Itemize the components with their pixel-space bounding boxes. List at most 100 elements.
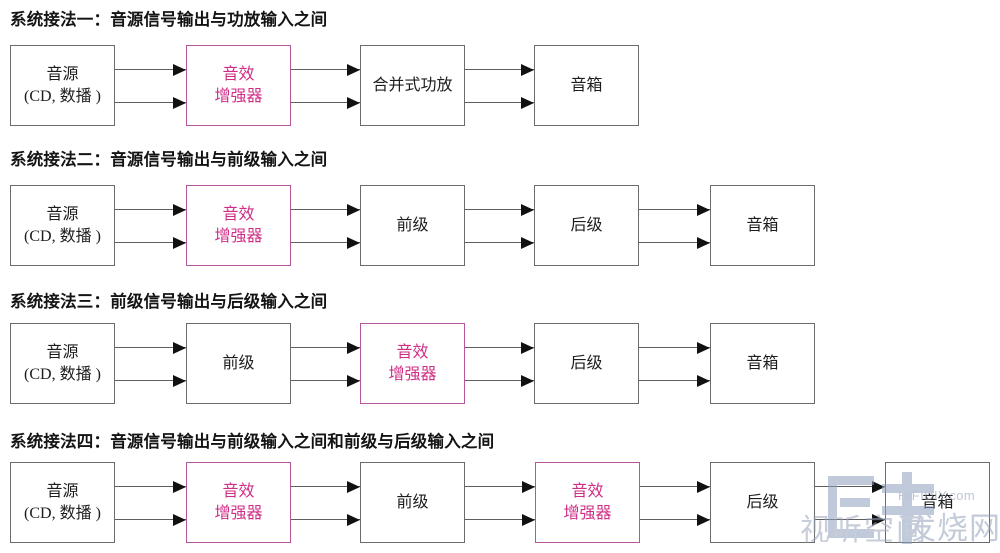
signal-line [639, 209, 710, 211]
arrow-right-icon [697, 342, 710, 354]
signal-line [115, 380, 186, 382]
box-label-line1: 合并式功放 [372, 76, 453, 94]
source-box: 音源 (CD, 数播 ) [10, 462, 115, 543]
arrow-right-icon [697, 481, 710, 493]
box-label-line1: 音源 [46, 343, 79, 361]
box-label-line1: 前级 [222, 354, 255, 372]
signal-line [815, 486, 885, 488]
arrow-right-icon [522, 514, 535, 526]
source-box: 音源 (CD, 数播 ) [10, 45, 115, 126]
signal-line [291, 486, 360, 488]
signal-line [291, 69, 360, 71]
signal-line [815, 519, 885, 521]
arrow-right-icon [173, 97, 186, 109]
signal-line [465, 486, 535, 488]
box-label-line1: 音箱 [921, 493, 954, 511]
box-label-line1: 前级 [396, 493, 429, 511]
box-label-line2: (CD, 数播 ) [24, 88, 101, 105]
speaker-box: 音箱 [534, 45, 639, 126]
arrow-right-icon [347, 97, 360, 109]
arrow-right-icon [347, 342, 360, 354]
arrow-right-icon [173, 375, 186, 387]
source-box: 音源(CD, 数播 ) [10, 185, 115, 266]
arrow-right-icon [347, 514, 360, 526]
signal-line [291, 209, 360, 211]
box-label-line2: (CD, 数播 ) [24, 366, 101, 383]
arrow-right-icon [173, 342, 186, 354]
box-label-line1: 音效 [222, 65, 255, 83]
arrow-right-icon [697, 237, 710, 249]
arrow-right-icon [697, 204, 710, 216]
signal-line [639, 380, 710, 382]
power-amp-box: 后级 [534, 185, 639, 266]
sound-enhancer-box: 音效增强器 [360, 323, 465, 404]
signal-line [639, 347, 710, 349]
signal-line [465, 380, 534, 382]
source-box: 音源 (CD, 数播 ) [10, 323, 115, 404]
row-4-title: 系统接法四：音源信号输出与前级输入之间和前级与后级输入之间 [10, 432, 495, 451]
arrow-right-icon [521, 204, 534, 216]
box-label-line2: 增强器 [214, 228, 263, 245]
box-label-line2: 增强器 [214, 88, 263, 105]
box-label-line1: 音源 [46, 65, 79, 83]
signal-line [115, 69, 186, 71]
box-label-line1: 音效 [222, 205, 255, 223]
box-label-line1: 音箱 [570, 76, 603, 94]
signal-line [115, 102, 186, 104]
arrow-right-icon [521, 64, 534, 76]
arrow-right-icon [872, 514, 885, 526]
sound-enhancer-box: 音效增强器 [186, 185, 291, 266]
arrow-right-icon [347, 375, 360, 387]
signal-line [115, 486, 186, 488]
arrow-right-icon [173, 204, 186, 216]
arrow-right-icon [347, 204, 360, 216]
box-label-line2: 增强器 [388, 366, 437, 383]
signal-line [465, 242, 534, 244]
arrow-right-icon [173, 64, 186, 76]
arrow-right-icon [521, 342, 534, 354]
row-2-title: 系统接法二：音源信号输出与前级输入之间 [10, 150, 328, 169]
sound-enhancer-box: 音效增强器 [186, 45, 291, 126]
signal-line [115, 347, 186, 349]
arrow-right-icon [521, 237, 534, 249]
row-3-title: 系统接法三：前级信号输出与后级输入之间 [10, 292, 328, 311]
box-label-line1: 音箱 [746, 354, 779, 372]
signal-line [291, 242, 360, 244]
signal-line [115, 209, 186, 211]
box-label-line1: 前级 [396, 216, 429, 234]
box-label-line1: 音效 [571, 482, 604, 500]
signal-line [115, 519, 186, 521]
box-label-line1: 音源 [46, 205, 79, 223]
arrow-right-icon [522, 481, 535, 493]
arrow-right-icon [521, 375, 534, 387]
pre-amp-box: 前级 [186, 323, 291, 404]
signal-line [465, 209, 534, 211]
arrow-right-icon [347, 481, 360, 493]
signal-line [640, 519, 710, 521]
signal-line [291, 102, 360, 104]
signal-line [465, 519, 535, 521]
box-label-line1: 音效 [222, 482, 255, 500]
signal-line [639, 242, 710, 244]
power-amp-box: 后级 [710, 462, 815, 543]
signal-line [465, 102, 534, 104]
arrow-right-icon [173, 514, 186, 526]
signal-line [465, 69, 534, 71]
box-label-line1: 音箱 [746, 216, 779, 234]
power-amp-box: 后级 [534, 323, 639, 404]
signal-line [115, 242, 186, 244]
box-label-line2: (CD, 数播 ) [24, 505, 101, 522]
arrow-right-icon [697, 375, 710, 387]
speaker-box: 音箱 [885, 462, 990, 543]
arrow-right-icon [347, 237, 360, 249]
box-label-line1: 音源 [46, 482, 79, 500]
box-label-line1: 后级 [570, 354, 603, 372]
arrow-right-icon [872, 481, 885, 493]
arrow-right-icon [697, 514, 710, 526]
arrow-right-icon [173, 237, 186, 249]
box-label-line2: 增强器 [214, 505, 263, 522]
sound-enhancer-box: 音效增强器 [186, 462, 291, 543]
signal-line [291, 380, 360, 382]
signal-line [291, 347, 360, 349]
